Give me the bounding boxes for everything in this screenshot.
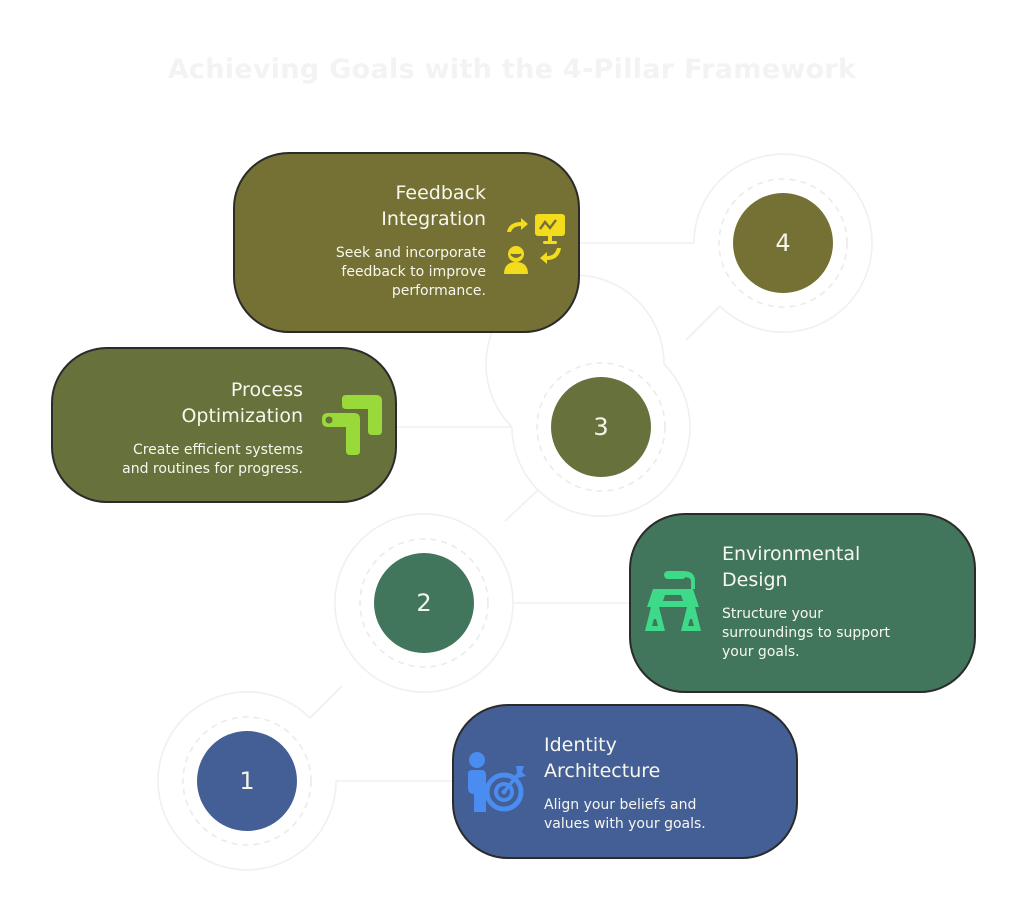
pillar-title: Environmental Design	[722, 543, 861, 591]
pillar-title: Feedback Integration	[381, 182, 486, 230]
outer-ring-1	[157, 691, 337, 871]
dashed-ring-3	[536, 362, 666, 492]
pillar-title: Process Optimization	[181, 379, 303, 427]
workbench-icon	[645, 571, 701, 631]
dashed-ring-4	[718, 178, 848, 308]
step-circle-3: 3	[551, 377, 651, 477]
step-number: 1	[239, 767, 255, 795]
outer-ring-4	[693, 153, 873, 333]
pillar-description: Seek and incorporate feedback to improve…	[335, 245, 486, 299]
pillar-description: Structure your surroundings to support y…	[722, 606, 890, 660]
step-circle-1: 1	[197, 731, 297, 831]
connector-1-2	[309, 685, 343, 719]
pillar-card-environmental-design: Environmental Design Structure your surr…	[629, 513, 976, 693]
diagram-title: Achieving Goals with the 4-Pillar Framew…	[167, 54, 857, 85]
dashed-ring-1	[182, 716, 312, 846]
process-arrows-icon	[322, 395, 382, 455]
step-number: 2	[416, 589, 432, 617]
step-number: 4	[775, 229, 791, 257]
step-circle-4: 4	[733, 193, 833, 293]
pillar-title: Identity Architecture	[544, 734, 661, 782]
step-number: 3	[593, 413, 609, 441]
pillar-description: Create efficient systems and routines fo…	[122, 442, 303, 477]
connector-3-4	[685, 305, 721, 341]
pillar-card-feedback-integration: Feedback Integration Seek and incorporat…	[233, 152, 580, 333]
pillar-card-process-optimization: Process Optimization Create efficient sy…	[51, 347, 397, 503]
dashed-ring-2	[359, 538, 489, 668]
feedback-loop-icon	[504, 214, 565, 274]
pillar-card-identity-architecture: Identity Architecture Align your beliefs…	[452, 704, 798, 859]
pillar-description: Align your beliefs and values with your …	[544, 797, 706, 832]
outer-ring-2	[334, 513, 514, 693]
person-target-icon	[468, 752, 526, 812]
step-circle-2: 2	[374, 553, 474, 653]
connector-2-3	[504, 489, 539, 522]
